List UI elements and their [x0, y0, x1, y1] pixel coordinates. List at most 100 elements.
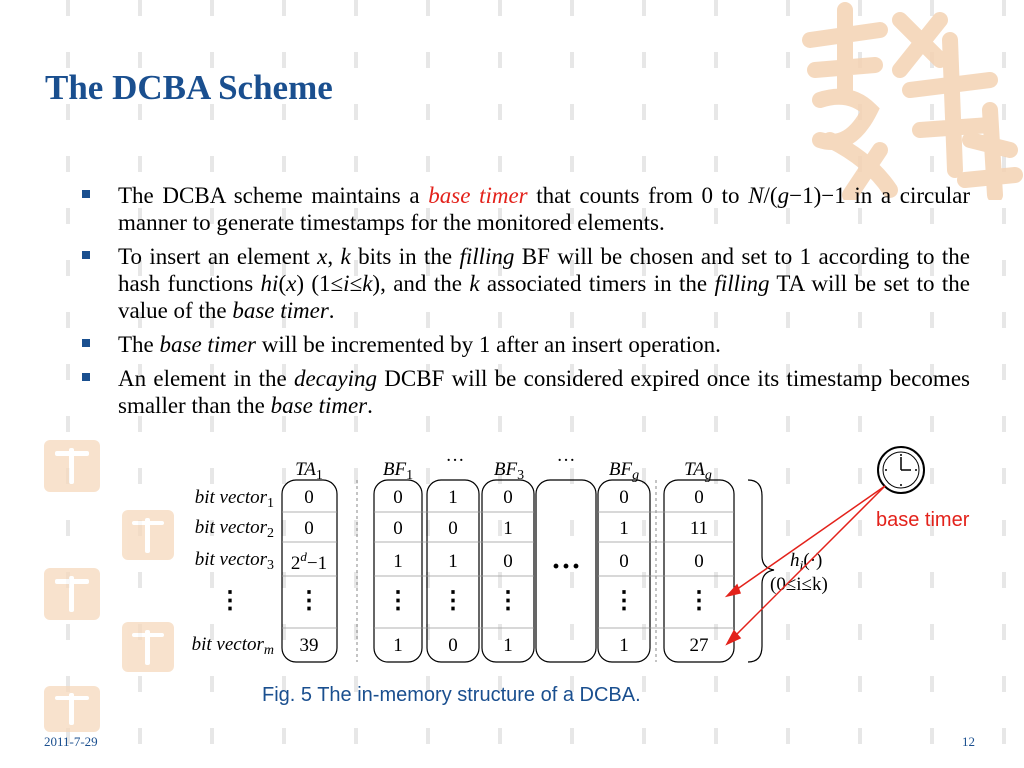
bf1-cell-ellipsis: ⋮: [386, 588, 410, 614]
bf1-cell: 1: [393, 635, 403, 656]
math-var: g: [777, 183, 790, 208]
bullet-text: /(: [763, 183, 778, 208]
bf2-column-box: [426, 479, 480, 663]
bullet-item: An element in the decaying DCBF will be …: [80, 365, 970, 419]
middle-ellipsis: ···: [551, 550, 581, 583]
bf3-cell: 0: [503, 551, 513, 572]
bf2-cell: 0: [448, 635, 458, 656]
seal-decoration: [44, 568, 100, 620]
tag-cell: 11: [690, 518, 708, 539]
bfg-cell: 0: [619, 487, 629, 508]
dcba-structure-figure: TA1 BF1 ··· BF3 ··· BFg TAg bit vector1 …: [170, 446, 1020, 678]
slide-title: The DCBA Scheme: [45, 68, 333, 107]
bullet-item: The DCBA scheme maintains a base timer t…: [80, 182, 970, 236]
bf2-cell: 0: [448, 518, 458, 539]
column-header-dots: ···: [446, 450, 465, 471]
hash-range-label: (0≤i≤k): [770, 574, 828, 595]
math-var: x: [317, 244, 328, 269]
seal-decoration: [122, 622, 174, 672]
bfg-cell-ellipsis: ⋮: [612, 588, 636, 614]
tag-cell: 0: [694, 551, 704, 572]
bfg-cell: 1: [619, 518, 629, 539]
bfg-column-box: [597, 479, 651, 663]
seal-decoration: [44, 440, 100, 492]
column-header-ta1: TA1: [295, 459, 323, 483]
emphasis-text: base timer: [159, 332, 256, 357]
row-label: bit vector1: [195, 487, 274, 511]
bullet-square-icon: [82, 251, 90, 259]
ta1-cell-2d-1: 2d−1: [291, 549, 327, 574]
math-var: hi: [260, 271, 279, 296]
emphasis-text: filling: [714, 271, 770, 296]
tag-cell: 0: [694, 487, 704, 508]
bullet-text: −1)−1 in a circular manner to generate t…: [118, 183, 970, 235]
ta1-cell-ellipsis: ⋮: [297, 588, 321, 614]
math-var: x: [286, 271, 297, 296]
emphasis-text: base timer: [270, 393, 368, 418]
math-var: k: [340, 244, 351, 269]
bf3-cell: 1: [503, 518, 513, 539]
bf1-cell: 1: [393, 551, 403, 572]
bullet-square-icon: [82, 373, 90, 381]
bf3-cell-ellipsis: ⋮: [496, 588, 520, 614]
bfg-cell: 1: [619, 635, 629, 656]
bullet-text: that counts from 0 to: [527, 183, 749, 208]
bullet-text: ) (1≤: [296, 271, 344, 296]
bf2-cell-ellipsis: ⋮: [441, 588, 465, 614]
bullet-square-icon: [82, 190, 90, 198]
bullet-text: The: [118, 332, 160, 357]
emphasis-text: base timer: [232, 298, 329, 323]
row-label: bit vectorm: [192, 634, 274, 658]
bfg-cell: 0: [619, 551, 629, 572]
ta1-column-box: [281, 479, 338, 663]
row-label: bit vector3: [195, 549, 274, 573]
right-brace: [747, 479, 775, 663]
bullet-item: To insert an element x, k bits in the fi…: [80, 243, 970, 324]
bullet-text: ,: [327, 244, 341, 269]
column-header-bf1: BF1: [383, 459, 413, 483]
bullet-text: .: [367, 393, 373, 418]
arrows: [724, 485, 886, 646]
column-header-dots: ···: [557, 450, 576, 471]
bullet-text: will be incremented by 1 after an insert…: [255, 332, 721, 357]
bullet-list: The DCBA scheme maintains a base timer t…: [80, 182, 970, 426]
bullet-text: (: [278, 271, 287, 296]
row-label: bit vector2: [195, 517, 274, 541]
bullet-text: bits in the: [350, 244, 460, 269]
ta1-cell: 0: [304, 487, 314, 508]
seal-decoration: [44, 686, 100, 732]
math-var: N: [748, 183, 764, 208]
bullet-text: .: [328, 298, 335, 323]
row-label-ellipsis: ⋮: [218, 588, 242, 614]
bullet-text: An element in the: [118, 366, 294, 391]
bullet-square-icon: [82, 339, 90, 347]
ta1-cell: 0: [304, 518, 314, 539]
middle-column-box: [535, 479, 597, 663]
column-header-tag: TAg: [684, 459, 712, 483]
emphasis-text: decaying: [293, 366, 377, 391]
ta1-cell: 39: [300, 635, 319, 656]
base-timer-label: base timer: [876, 509, 970, 531]
bf2-cell: 1: [448, 487, 458, 508]
figure-caption: Fig. 5 The in-memory structure of a DCBA…: [262, 684, 641, 706]
hash-function-label: hi(·): [790, 550, 822, 574]
seal-decoration: [122, 510, 174, 560]
column-header-bf3: BF3: [494, 459, 524, 483]
bf3-column-box: [481, 479, 535, 663]
bf2-cell: 1: [448, 551, 458, 572]
bullet-item: The base timer will be incremented by 1 …: [80, 331, 970, 358]
page-number: 12: [962, 734, 975, 749]
bullet-text: DCBF will be considered expired once its…: [118, 366, 970, 418]
math-var: k: [362, 271, 373, 296]
bf1-cell: 0: [393, 518, 403, 539]
bullet-text: The DCBA scheme maintains a: [118, 183, 429, 208]
footer-date: 2011-7-29: [44, 734, 98, 749]
base-timer-term: base timer: [428, 183, 528, 208]
bf1-cell: 0: [393, 487, 403, 508]
clock-icon: [877, 446, 925, 494]
tag-cell-ellipsis: ⋮: [687, 588, 711, 614]
bullet-text: ≤: [349, 271, 363, 296]
bf1-column-box: [373, 479, 423, 663]
math-var: k: [469, 271, 480, 296]
bullet-text: BF will be chosen and set to 1 according…: [118, 244, 970, 296]
